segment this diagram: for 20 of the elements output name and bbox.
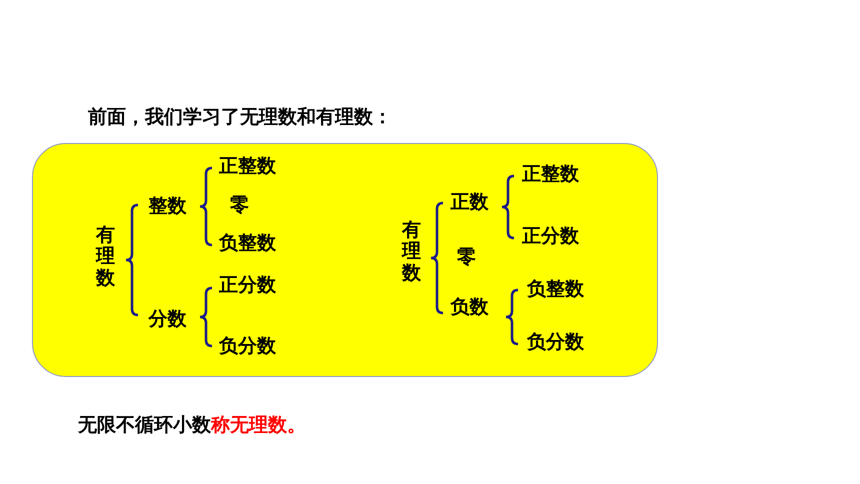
- panel-background: [32, 143, 658, 377]
- term-text: 正数: [450, 192, 488, 213]
- term-text: 整数: [148, 196, 186, 217]
- term-text: 负数: [450, 297, 488, 318]
- term-text: 正分数: [219, 275, 276, 296]
- term-text: 负分数: [527, 332, 584, 353]
- term-text: 有理数: [96, 224, 115, 290]
- term-text: 零: [457, 247, 476, 268]
- term-text: 有理数: [402, 220, 421, 286]
- term-text: 负整数: [219, 233, 276, 254]
- term-text: 负整数: [527, 279, 584, 300]
- term-text: 正分数: [522, 226, 579, 247]
- term-text: 分数: [148, 309, 186, 330]
- term-text: 正整数: [522, 164, 579, 185]
- term-text: 负分数: [219, 336, 276, 357]
- term-text: 零: [230, 195, 249, 216]
- note-text: 无限不循环小数: [78, 413, 211, 438]
- term-text: 正整数: [219, 156, 276, 177]
- heading-text: 前面，我们学习了无理数和有理数：: [88, 105, 392, 130]
- note-text: 称无理数。: [211, 413, 306, 438]
